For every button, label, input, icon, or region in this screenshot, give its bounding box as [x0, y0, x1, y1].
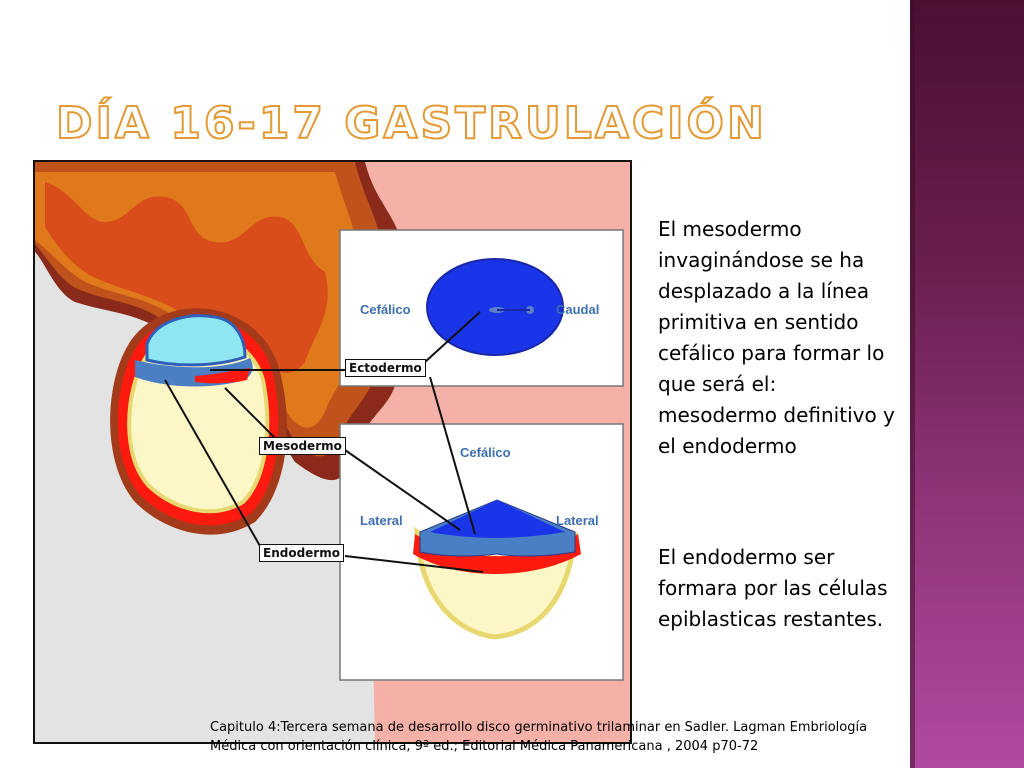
embryo-illustration: [35, 162, 624, 742]
paragraph-mesodermo: El mesodermo invaginándose se ha desplaz…: [658, 217, 895, 458]
decorative-sidebar: [910, 0, 1024, 768]
slide-title: Día 16-17 gastrulación: [55, 98, 767, 149]
mesodermo-label: Mesodermo: [259, 437, 346, 455]
ectodermo-label: Ectodermo: [345, 359, 426, 377]
source-caption: Capitulo 4:Tercera semana de desarrollo …: [210, 720, 868, 754]
cefalico-label-top: Cefálico: [360, 302, 411, 317]
lateral-label-left: Lateral: [360, 513, 403, 528]
embryo-figure: Ectodermo Mesodermo Endodermo Cefálico C…: [33, 160, 632, 744]
lateral-label-right: Lateral: [556, 513, 599, 528]
caudal-label: Caudal: [556, 302, 600, 317]
sidebar-stripe: [910, 0, 915, 768]
paragraph-endodermo: El endodermo ser formara por las células…: [658, 545, 888, 631]
endodermo-label: Endodermo: [259, 544, 344, 562]
cefalico-label-bottom: Cefálico: [460, 445, 511, 460]
